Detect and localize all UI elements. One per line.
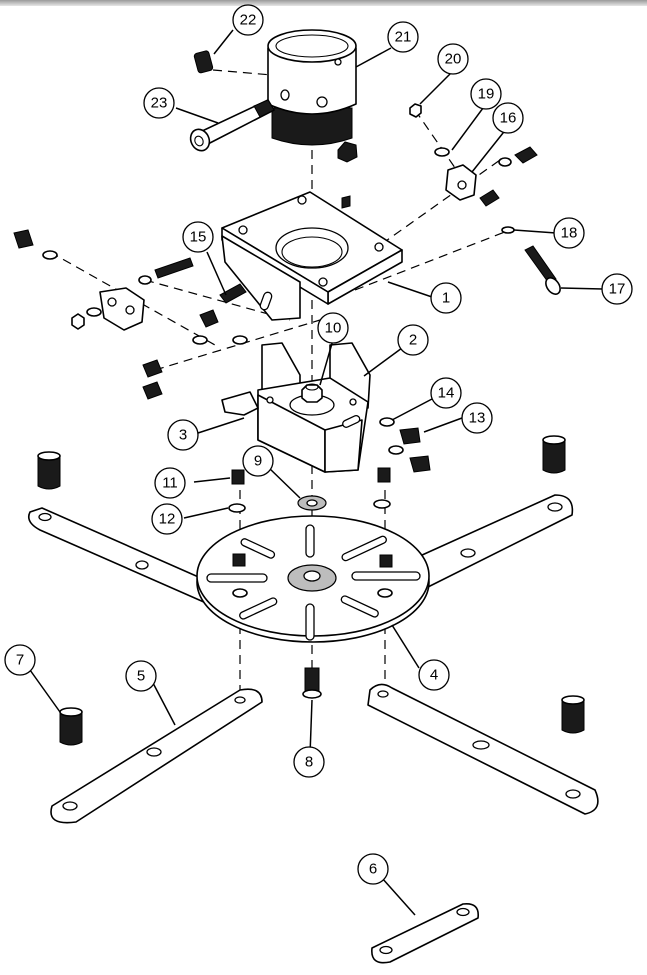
callout-16: 16 <box>492 102 524 134</box>
callout-18: 18 <box>553 217 585 249</box>
window-top-edge <box>0 0 647 6</box>
callout-2: 2 <box>397 324 429 356</box>
callout-14: 14 <box>430 377 462 409</box>
callout-19: 19 <box>470 78 502 110</box>
callout-8: 8 <box>293 746 325 778</box>
right-leg <box>367 683 599 815</box>
callout-label-7: 7 <box>16 652 24 669</box>
part-19-washer <box>434 147 450 157</box>
callout-label-20: 20 <box>445 51 462 68</box>
callout-12: 12 <box>151 503 183 535</box>
callout-label-1: 1 <box>442 290 450 307</box>
part-15-threaded-stud <box>219 283 247 304</box>
callout-4: 4 <box>418 659 450 691</box>
callout-label-3: 3 <box>179 427 187 444</box>
callout-label-21: 21 <box>395 29 412 46</box>
part-8-screw <box>302 667 322 699</box>
part-4-base-plate <box>27 494 574 643</box>
part-23-pin <box>189 99 275 152</box>
callout-label-23: 23 <box>151 95 168 112</box>
callout-label-18: 18 <box>561 225 578 242</box>
part-3-tab <box>221 391 259 416</box>
callout-label-2: 2 <box>409 332 417 349</box>
callout-label-19: 19 <box>478 86 495 103</box>
part-17-threaded-rod <box>524 245 561 295</box>
callout-label-13: 13 <box>469 410 486 427</box>
callout-6: 6 <box>357 853 389 885</box>
part-7-spacers <box>37 435 585 746</box>
part-9-washer <box>297 495 327 511</box>
callout-15: 15 <box>182 221 214 253</box>
callout-label-9: 9 <box>254 453 262 470</box>
callout-label-5: 5 <box>137 668 145 685</box>
callout-10: 10 <box>317 312 349 344</box>
callout-1: 1 <box>430 282 462 314</box>
callout-label-15: 15 <box>190 229 207 246</box>
part-14-washers <box>379 417 404 455</box>
callout-17: 17 <box>601 273 633 305</box>
left-bracket-hardware <box>13 229 248 400</box>
part-22-set-screw <box>193 50 214 74</box>
callout-label-17: 17 <box>609 281 626 298</box>
callout-22: 22 <box>232 4 264 36</box>
callout-13: 13 <box>461 402 493 434</box>
part-5-leg <box>50 688 263 824</box>
part-1-top-plate <box>221 191 403 321</box>
callout-label-12: 12 <box>159 511 176 528</box>
callout-20: 20 <box>437 43 469 75</box>
callout-label-14: 14 <box>438 385 455 402</box>
callout-label-6: 6 <box>369 861 377 878</box>
part-2-swivel-bracket <box>257 342 371 473</box>
part-11-screws <box>231 467 391 485</box>
part-10-bolt <box>301 383 323 403</box>
callout-label-16: 16 <box>500 110 517 127</box>
part-20-nut <box>409 103 422 118</box>
part-13-screws <box>399 427 431 473</box>
callout-label-11: 11 <box>162 475 178 492</box>
part-6-short-leg <box>371 902 480 964</box>
callout-label-22: 22 <box>240 12 257 29</box>
part-18-washer <box>501 226 515 234</box>
callout-21: 21 <box>387 21 419 53</box>
callout-label-10: 10 <box>325 320 342 337</box>
callout-9: 9 <box>242 445 274 477</box>
part-16-bracket <box>445 146 538 207</box>
callout-5: 5 <box>125 660 157 692</box>
callout-label-4: 4 <box>430 667 438 684</box>
callout-23: 23 <box>143 87 175 119</box>
callout-11: 11 <box>154 467 186 499</box>
callout-label-8: 8 <box>305 754 313 771</box>
leader-lines <box>29 29 604 916</box>
callout-3: 3 <box>167 419 199 451</box>
part-12-washers <box>228 499 391 513</box>
part-21-tube-coupler <box>267 29 358 163</box>
callout-7: 7 <box>4 644 36 676</box>
